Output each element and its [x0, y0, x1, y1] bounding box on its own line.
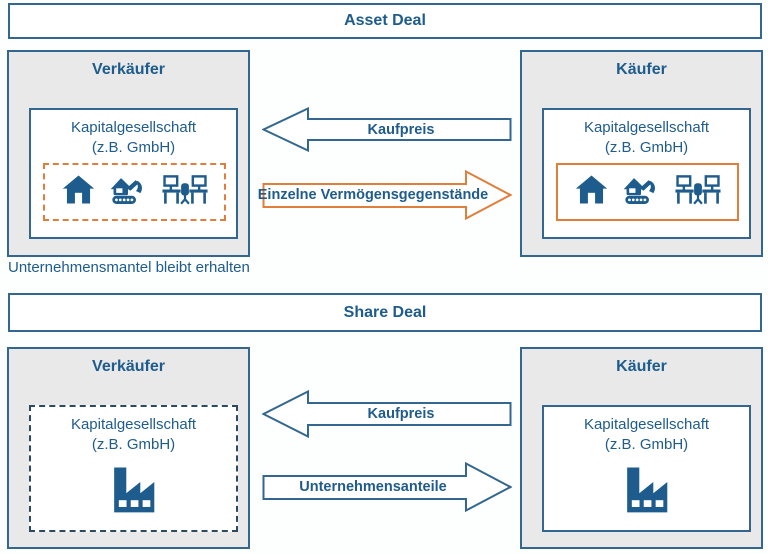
arrow-right-shape	[262, 462, 512, 512]
asset-buyer-box: Käufer Kapitalgesellschaft (z.B. GmbH)	[520, 50, 763, 257]
asset-items-strip-dashed	[43, 163, 226, 221]
company-line2: (z.B. GmbH)	[604, 139, 689, 156]
arrow-label: Unternehmensanteile	[299, 479, 447, 495]
shares-arrow: Unternehmensanteile	[262, 462, 512, 512]
kaufpreis-arrow-share: Kaufpreis	[262, 390, 512, 438]
arrow-label: Kaufpreis	[367, 121, 435, 138]
company-line1: Kapitalgesellschaft	[583, 119, 710, 136]
factory-icon	[107, 461, 161, 522]
asset-buyer-company-box: Kapitalgesellschaft (z.B. GmbH)	[542, 108, 751, 239]
workstation-icon	[674, 174, 721, 210]
factory-icon	[620, 461, 674, 522]
asset-seller-company-box: Kapitalgesellschaft (z.B. GmbH)	[29, 108, 238, 239]
company-line2: (z.B. GmbH)	[91, 436, 176, 453]
excavator-icon	[108, 174, 149, 211]
kaufpreis-arrow-asset: Kaufpreis	[262, 107, 512, 152]
company-line1: Kapitalgesellschaft	[583, 416, 710, 433]
arrow-label: Kaufpreis	[367, 406, 435, 422]
share-buyer-company-box: Kapitalgesellschaft (z.B. GmbH)	[542, 405, 751, 532]
asset-items-strip-solid	[556, 163, 739, 221]
share-buyer-box: Käufer Kapitalgesellschaft (z.B. GmbH)	[520, 347, 763, 549]
assets-arrow: Einzelne Vermögensgegenstände	[258, 170, 512, 220]
share-seller-box: Verkäufer Kapitalgesellschaft (z.B. GmbH…	[7, 347, 250, 549]
share-seller-company-box: Kapitalgesellschaft (z.B. GmbH)	[29, 405, 238, 532]
house-icon	[575, 174, 608, 210]
house-icon	[62, 174, 95, 210]
company-name: Kapitalgesellschaft (z.B. GmbH)	[31, 118, 236, 158]
share-deal-title: Share Deal	[343, 303, 427, 321]
company-line1: Kapitalgesellschaft	[70, 416, 197, 433]
share-buyer-title: Käufer	[616, 358, 667, 375]
arrow-left-shape	[262, 107, 512, 152]
company-line2: (z.B. GmbH)	[91, 139, 176, 156]
asset-deal-banner: Asset Deal	[8, 3, 762, 39]
share-deal-banner: Share Deal	[8, 293, 762, 332]
company-line2: (z.B. GmbH)	[604, 436, 689, 453]
workstation-icon	[161, 174, 208, 210]
asset-deal-title: Asset Deal	[344, 12, 426, 29]
excavator-icon	[621, 174, 662, 211]
company-line1: Kapitalgesellschaft	[70, 119, 197, 136]
company-name: Kapitalgesellschaft (z.B. GmbH)	[544, 118, 749, 158]
arrow-left-shape	[262, 390, 512, 438]
share-seller-title: Verkäufer	[92, 358, 165, 375]
asset-seller-title: Verkäufer	[92, 61, 165, 78]
company-name: Kapitalgesellschaft (z.B. GmbH)	[544, 415, 749, 455]
asset-buyer-title: Käufer	[616, 61, 667, 78]
arrow-right-shape	[262, 170, 512, 220]
arrow-label: Einzelne Vermögensgegenstände	[257, 187, 489, 203]
company-name: Kapitalgesellschaft (z.B. GmbH)	[31, 415, 236, 455]
asset-seller-box: Verkäufer Kapitalgesellschaft (z.B. GmbH…	[7, 50, 250, 257]
asset-deal-caption: Unternehmensmantel bleibt erhalten	[8, 259, 250, 276]
